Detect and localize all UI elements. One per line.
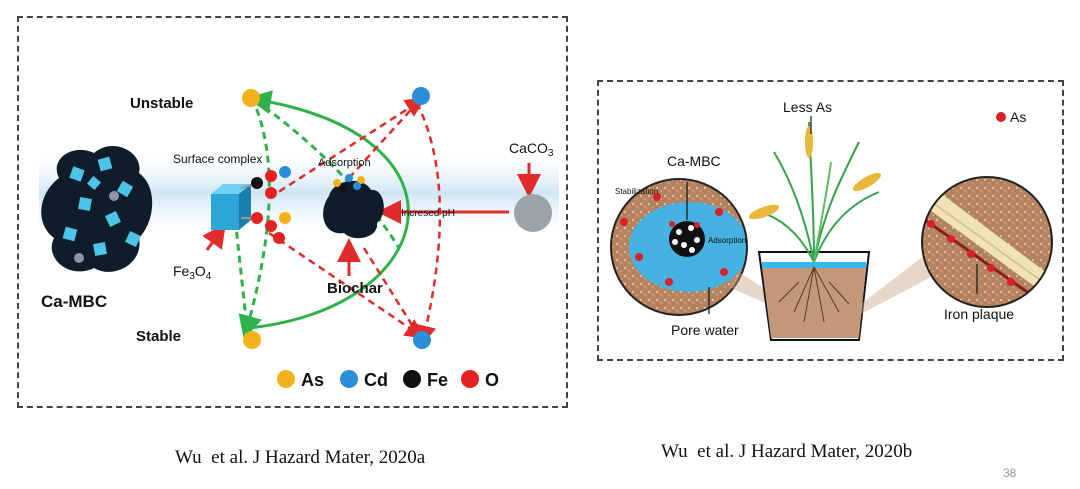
caption-right: Wu et al. J Hazard Mater, 2020b: [661, 441, 913, 462]
iron-plaque-zoom-circle: [921, 176, 1053, 308]
zoom-connector-right: [857, 252, 931, 314]
caco3-particle: [514, 194, 552, 232]
ca-mbc-label: Ca-MBC: [41, 292, 107, 311]
right-figure-panel: Ca-MBC Stabilization Adsorption Pore wat…: [597, 80, 1064, 361]
as-legend-label: As: [1010, 109, 1026, 125]
unstable-label: Unstable: [130, 95, 193, 112]
as-legend-dot: [996, 112, 1006, 122]
legend-fe-label: Fe: [427, 370, 448, 390]
right-figure-canvas: Ca-MBC Stabilization Adsorption Pore wat…: [610, 99, 1053, 341]
as-atom-stable: [243, 331, 261, 349]
legend-o-marker: [461, 370, 479, 388]
stable-label: Stable: [136, 328, 181, 345]
rice-plant: [748, 121, 882, 263]
rice-plant-pot: [757, 251, 871, 341]
less-as-label: Less As: [783, 99, 832, 115]
legend-fe-marker: [403, 370, 421, 388]
left-figure-panel: Ca-MBC Unstable Stable Surface complex: [17, 16, 568, 408]
left-figure-canvas: Ca-MBC Unstable Stable Surface complex: [39, 87, 559, 390]
pore-water-label: Pore water: [671, 322, 739, 338]
legend-as-marker: [277, 370, 295, 388]
adsorption-label-right: Adsorption: [708, 236, 746, 245]
ca-mbc-particle: [41, 146, 153, 272]
surface-complex-label: Surface complex: [173, 152, 262, 166]
legend-o-label: O: [485, 370, 499, 390]
biochar-particle: [323, 174, 384, 239]
cd-atom-stable: [413, 331, 431, 349]
caco3-label: CaCO3: [509, 140, 554, 159]
page-number: 38: [1003, 466, 1017, 480]
legend-cd-marker: [340, 370, 358, 388]
caption-left: Wu et al. J Hazard Mater, 2020a: [175, 447, 426, 468]
ca-mbc-label-right: Ca-MBC: [667, 153, 721, 169]
element-legend: As Cd Fe O: [277, 370, 499, 390]
ca-mbc-particle-right: [669, 221, 705, 257]
fe3o4-cube: [211, 184, 251, 230]
iron-plaque-label: Iron plaque: [944, 306, 1014, 322]
adsorption-label: Adsorption: [318, 157, 371, 169]
biochar-label: Biochar: [327, 280, 383, 297]
surface-complex-molecules: [240, 166, 291, 244]
as-atom-unstable: [242, 89, 260, 107]
legend-as-label: As: [301, 370, 324, 390]
cd-atom-unstable: [412, 87, 430, 105]
legend-cd-label: Cd: [364, 370, 388, 390]
fe3o4-label: Fe3O4: [173, 263, 212, 282]
stabilization-label: Stabilization: [615, 187, 658, 196]
increased-ph-label: Incresed pH: [401, 208, 455, 219]
